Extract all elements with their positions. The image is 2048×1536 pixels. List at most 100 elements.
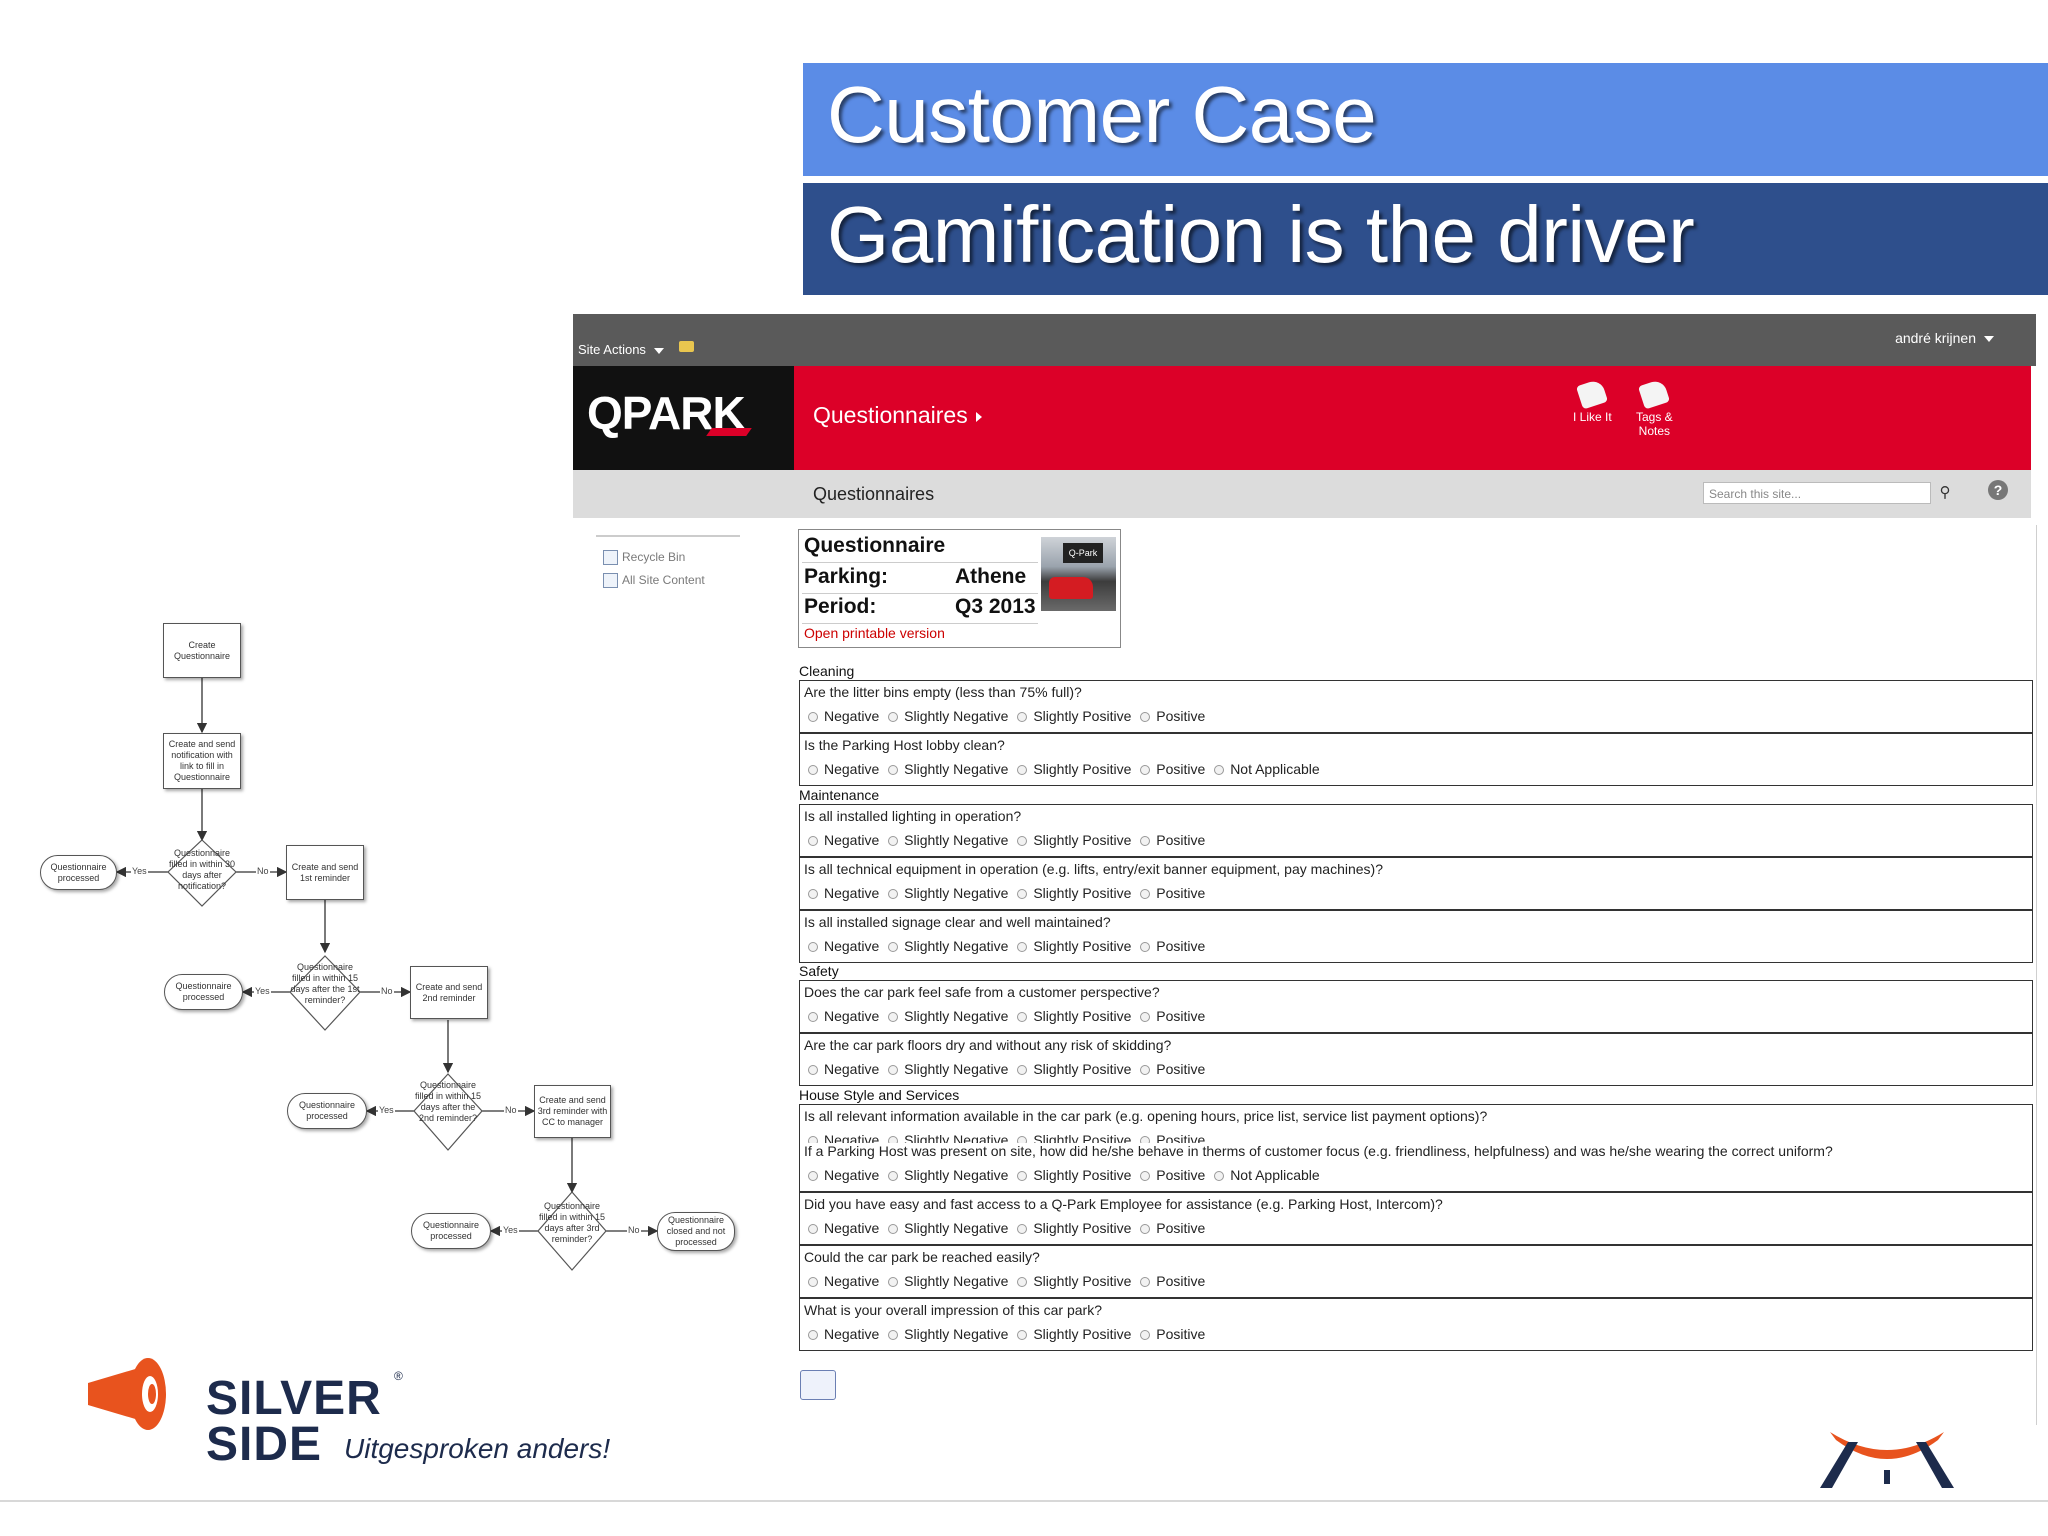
site-title[interactable]: Questionnaires <box>813 402 982 429</box>
question-row: Are the litter bins empty (less than 75%… <box>799 680 2033 733</box>
radio-positive[interactable] <box>1140 942 1151 953</box>
nav-all-site-content[interactable]: All Site Content <box>603 573 705 589</box>
chevron-right-icon <box>975 411 982 422</box>
radio-slightly-negative[interactable] <box>888 1224 899 1235</box>
radio-negative[interactable] <box>808 1277 818 1288</box>
flow-decision-4: Questionnaire filled in within 15 days a… <box>538 1201 606 1244</box>
title-banner-bottom: Gamification is the driver <box>803 183 2048 295</box>
radio-slightly-positive[interactable] <box>1017 836 1028 847</box>
radio-slightly-negative[interactable] <box>888 1012 899 1023</box>
flow-send-notification: Create and send notification with link t… <box>163 733 241 789</box>
radio-slightly-positive[interactable] <box>1017 1224 1028 1235</box>
radio-slightly-negative[interactable] <box>888 712 899 723</box>
flow-decision-3: Questionnaire filled in within 15 days a… <box>414 1080 482 1123</box>
radio-slightly-negative[interactable] <box>888 889 899 900</box>
breadcrumb-bar: Questionnaires Search this site... ⚲ ? <box>573 470 2031 518</box>
brand-side: SIDE <box>206 1418 323 1471</box>
flow-processed-4: Questionnaire processed <box>411 1213 491 1249</box>
radio-not-applicable[interactable] <box>1214 765 1225 776</box>
flow-label-yes: Yes <box>378 1105 395 1115</box>
search-input[interactable]: Search this site... <box>1703 482 1931 504</box>
radio-negative[interactable] <box>808 836 818 847</box>
i-like-it-button[interactable]: I Like It <box>1573 378 1612 424</box>
radio-slightly-positive[interactable] <box>1017 1171 1028 1182</box>
radio-positive[interactable] <box>1140 1224 1151 1235</box>
radio-negative[interactable] <box>808 1171 818 1182</box>
radio-slightly-positive[interactable] <box>1017 889 1028 900</box>
radio-positive[interactable] <box>1140 1277 1151 1288</box>
chevron-down-icon <box>653 347 664 354</box>
radio-slightly-positive[interactable] <box>1017 942 1028 953</box>
radio-positive[interactable] <box>1140 889 1151 900</box>
radio-slightly-positive[interactable] <box>1017 1136 1028 1143</box>
email-icon[interactable] <box>800 1370 836 1400</box>
tags-notes-button[interactable]: Tags & Notes <box>1636 378 1673 438</box>
question-row: Is all installed lighting in operation? … <box>799 804 2033 857</box>
radio-slightly-negative[interactable] <box>888 1277 899 1288</box>
brand-silver: SILVER <box>206 1372 382 1425</box>
photo-sign: Q-Park <box>1063 543 1103 563</box>
radio-negative[interactable] <box>808 1065 818 1076</box>
radio-slightly-negative[interactable] <box>888 1065 899 1076</box>
radio-negative[interactable] <box>808 1224 818 1235</box>
radio-slightly-positive[interactable] <box>1017 765 1028 776</box>
radio-positive[interactable] <box>1140 712 1151 723</box>
question-row: What is your overall impression of this … <box>799 1298 2033 1351</box>
question-row: Is all technical equipment in operation … <box>799 857 2033 910</box>
radio-not-applicable[interactable] <box>1214 1171 1225 1182</box>
slide-bottom-rule <box>0 1500 2048 1502</box>
radio-positive[interactable] <box>1140 1330 1151 1341</box>
radio-negative[interactable] <box>808 1012 818 1023</box>
radio-negative[interactable] <box>808 1330 818 1341</box>
search-icon[interactable]: ⚲ <box>1939 484 1951 501</box>
radio-slightly-positive[interactable] <box>1017 1330 1028 1341</box>
help-icon[interactable]: ? <box>1988 480 2008 500</box>
radio-negative[interactable] <box>808 942 818 953</box>
radio-slightly-positive[interactable] <box>1017 712 1028 723</box>
radio-negative[interactable] <box>808 889 818 900</box>
section-maintenance: Maintenance <box>799 787 880 803</box>
radio-slightly-negative[interactable] <box>888 836 899 847</box>
printable-version-link[interactable]: Open printable version <box>804 625 945 641</box>
question-row: Did you have easy and fast access to a Q… <box>799 1192 2033 1245</box>
radio-slightly-negative[interactable] <box>888 765 899 776</box>
radio-slightly-positive[interactable] <box>1017 1065 1028 1076</box>
radio-slightly-negative[interactable] <box>888 942 899 953</box>
radio-slightly-negative[interactable] <box>888 1136 899 1143</box>
section-safety: Safety <box>799 963 839 979</box>
car-icon <box>1049 577 1093 599</box>
card-heading: Questionnaire <box>804 534 946 557</box>
qpark-logo[interactable]: QPARK <box>573 366 794 470</box>
scrollbar-track[interactable] <box>2036 525 2037 1425</box>
megaphone-icon <box>88 1358 166 1430</box>
radio-positive[interactable] <box>1140 765 1151 776</box>
radio-slightly-positive[interactable] <box>1017 1012 1028 1023</box>
brand-tagline: Uitgesproken anders! <box>344 1433 611 1464</box>
radio-positive[interactable] <box>1140 836 1151 847</box>
parking-value: Athene <box>955 565 1027 588</box>
radio-slightly-negative[interactable] <box>888 1171 899 1182</box>
site-content-icon <box>603 573 618 589</box>
radio-slightly-positive[interactable] <box>1017 1277 1028 1288</box>
radio-slightly-negative[interactable] <box>888 1330 899 1341</box>
question-row: Are the car park floors dry and without … <box>799 1033 2033 1086</box>
radio-positive[interactable] <box>1140 1065 1151 1076</box>
user-menu[interactable]: andré krijnen <box>1895 330 1994 346</box>
site-actions-menu[interactable]: Site Actions <box>578 342 664 357</box>
folder-icon[interactable] <box>679 341 694 352</box>
registered-mark: ® <box>394 1369 403 1383</box>
flow-closed-not-processed: Questionnaire closed and not processed <box>657 1212 735 1251</box>
radio-positive[interactable] <box>1140 1171 1151 1182</box>
flow-reminder-1: Create and send 1st reminder <box>286 845 364 900</box>
radio-negative[interactable] <box>808 765 818 776</box>
radio-negative[interactable] <box>808 712 818 723</box>
flow-label-yes: Yes <box>254 986 271 996</box>
sharepoint-top-bar: Site Actions andré krijnen <box>573 314 2036 366</box>
radio-negative[interactable] <box>808 1136 818 1143</box>
radio-positive[interactable] <box>1140 1136 1151 1143</box>
flow-processed-2: Questionnaire processed <box>164 974 243 1010</box>
nav-recycle-bin[interactable]: Recycle Bin <box>603 550 685 566</box>
radio-positive[interactable] <box>1140 1012 1151 1023</box>
breadcrumb[interactable]: Questionnaires <box>813 484 935 504</box>
